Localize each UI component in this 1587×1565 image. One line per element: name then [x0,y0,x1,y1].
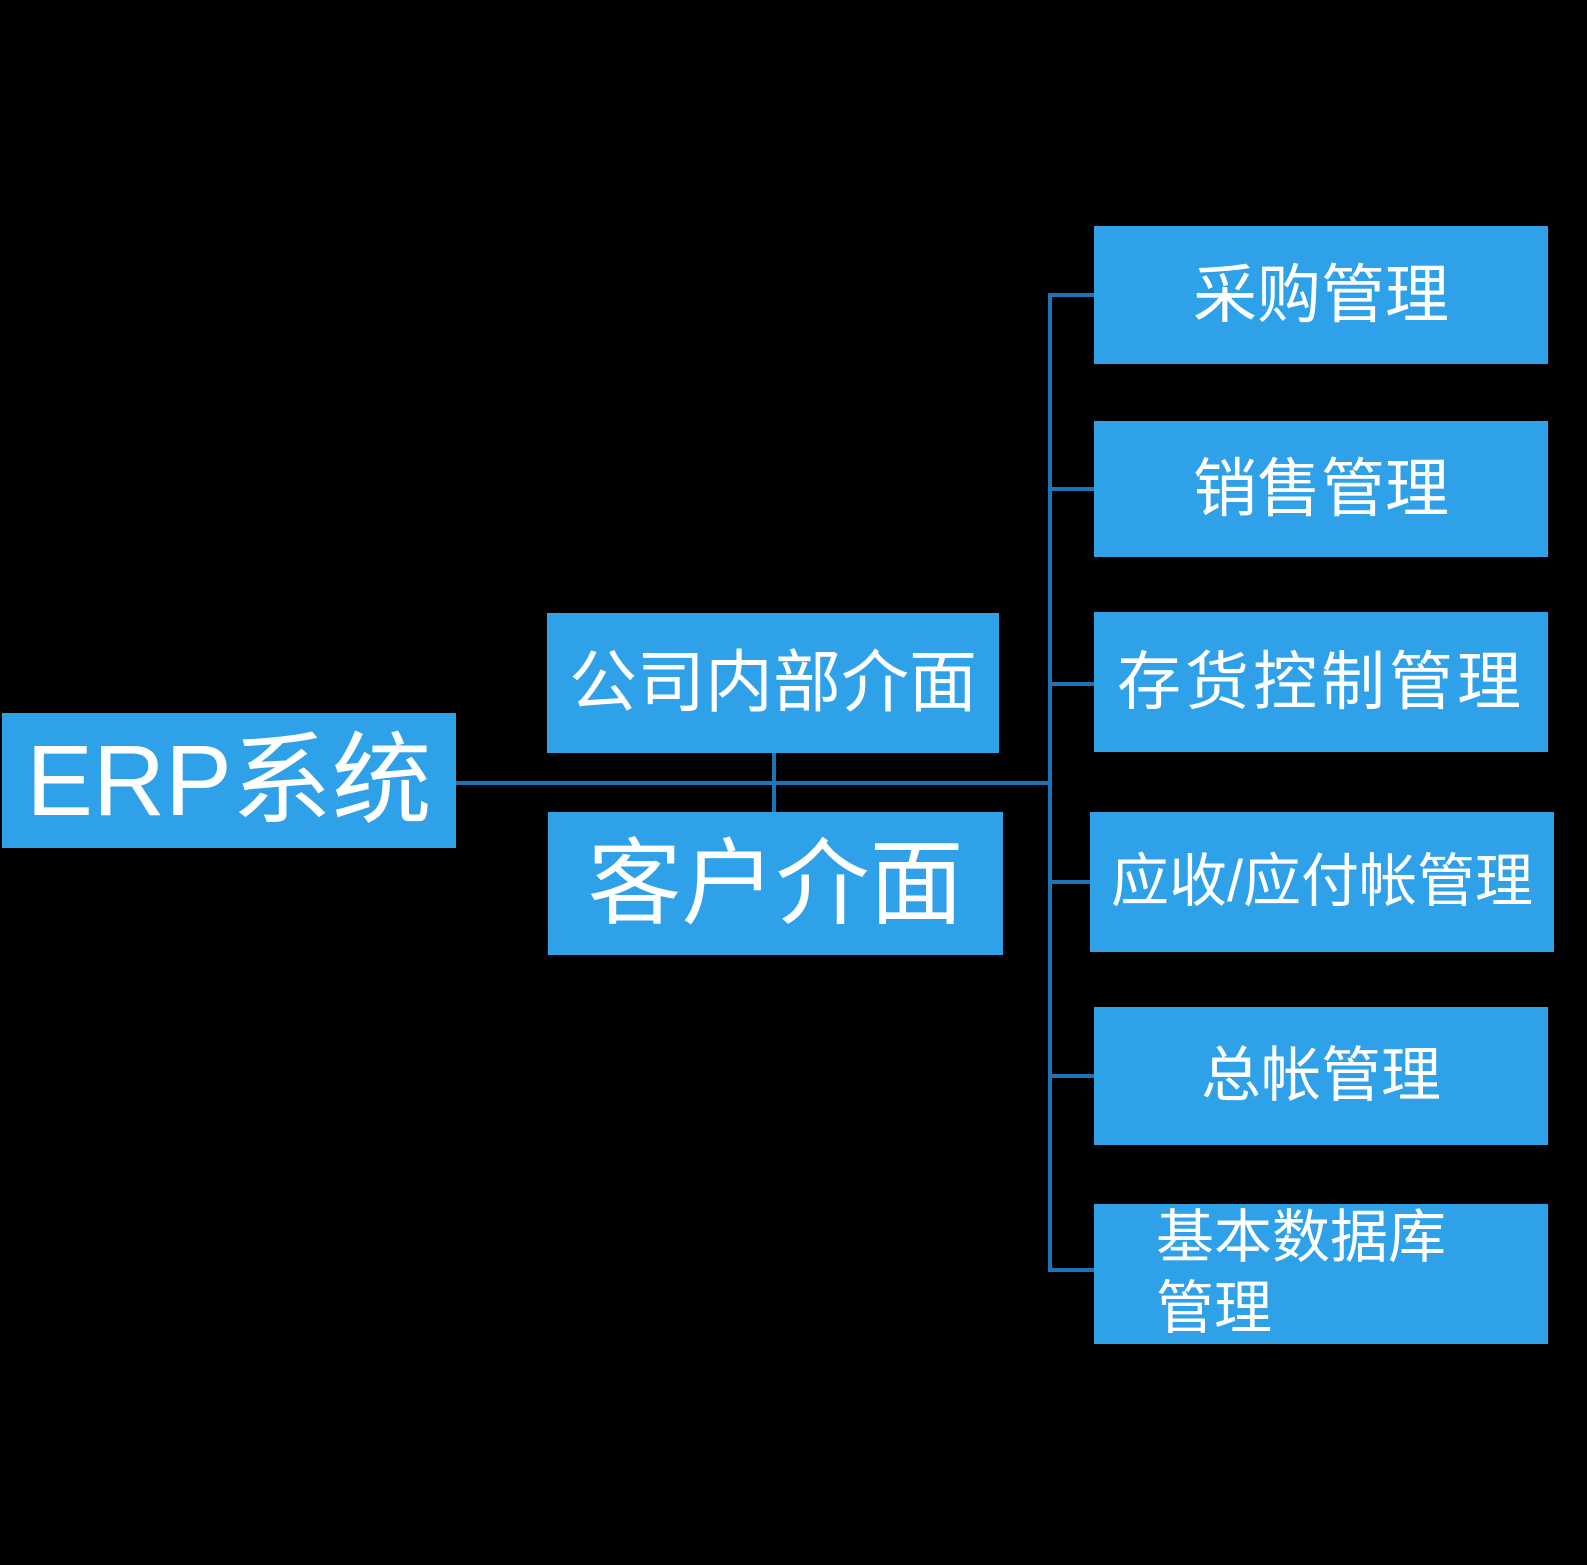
label-line-2: 管理 [1156,1276,1273,1341]
connector-branch-base-database [1048,1268,1094,1272]
node-base-database-management-label: 基本数据库 管理 [1156,1203,1446,1345]
node-company-internal-interface: 公司内部介面 [547,613,999,753]
node-base-database-management: 基本数据库 管理 [1094,1204,1548,1344]
node-erp-system: ERP系统 [2,713,456,848]
connector-branch-purchasing [1048,293,1094,297]
node-sales-management: 销售管理 [1094,421,1548,557]
connector-branch-general-ledger [1052,1074,1094,1078]
node-purchasing-management: 采购管理 [1094,226,1548,364]
connector-branch-ar-ap [1052,880,1094,884]
node-ar-ap-management: 应收/应付帐管理 [1090,812,1554,952]
node-general-ledger-management: 总帐管理 [1094,1007,1548,1145]
connector-level3-trunk [1048,293,1052,1272]
connector-root-spine [456,781,1052,785]
node-inventory-control-management: 存货控制管理 [1094,612,1548,752]
node-customer-interface: 客户介面 [548,812,1003,955]
label-line-1: 基本数据库 [1156,1205,1447,1271]
connector-branch-inventory [1052,682,1094,686]
connector-branch-sales [1052,487,1094,491]
connector-level2-vertical [772,753,776,815]
